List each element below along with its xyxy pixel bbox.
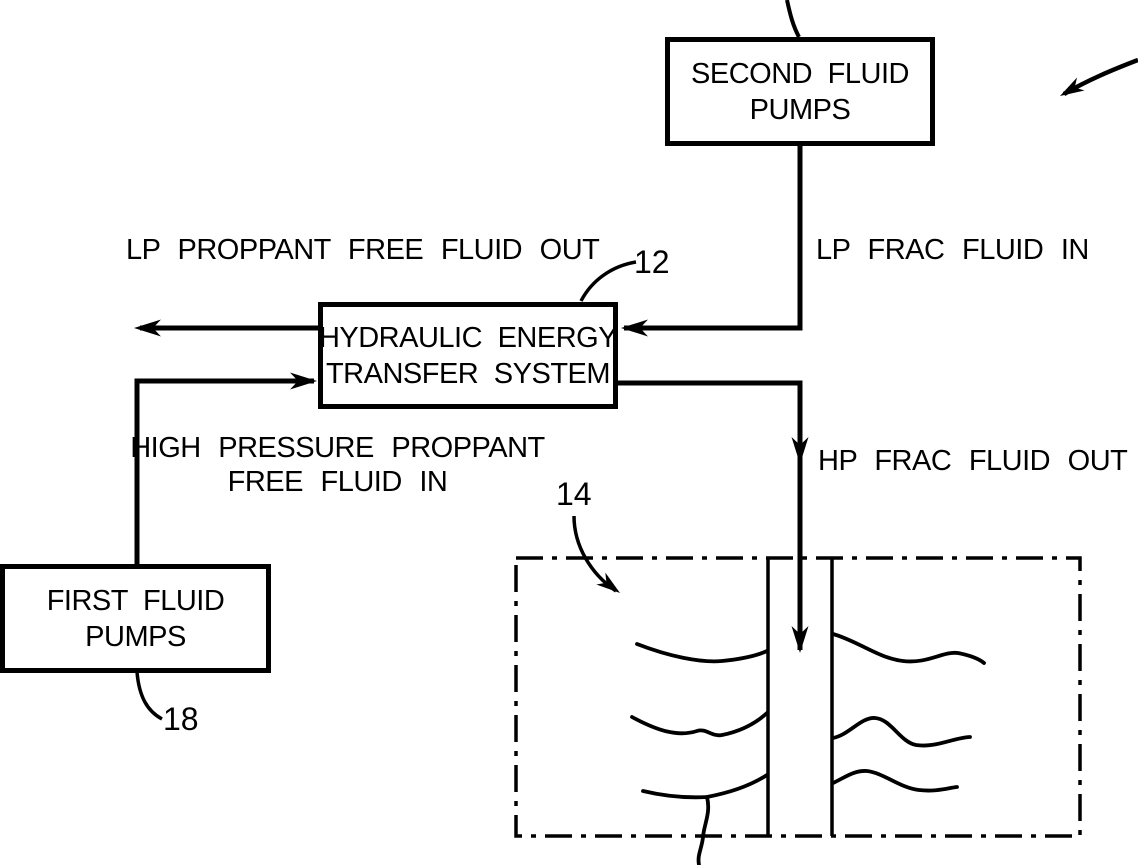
arrowheads: [134, 77, 1085, 653]
reference-numeral-18: 18: [163, 701, 199, 737]
arrowhead-lp-out-icon: [134, 319, 161, 337]
leader-line-12: [579, 260, 637, 302]
lp-proppant-free-fluid-out-label: LP PROPPANT FREE FLUID OUT: [126, 234, 600, 266]
fracture-left-2: [630, 711, 769, 738]
flow-line-lp-frac-in: [624, 146, 803, 331]
hp-proppant-free-fluid-in-label: HIGH PRESSURE PROPPANT FREE FLUID IN: [115, 431, 560, 499]
hp-proppant-in-label-line2: FREE FLUID IN: [227, 466, 448, 498]
fracture-left-3: [641, 773, 769, 800]
flow-line-hp-frac-out: [617, 380, 803, 650]
reference-numeral-12: 12: [634, 244, 670, 280]
arrowhead-hp-out-mid-icon: [791, 437, 809, 464]
second-fluid-pumps-label-line2: PUMPS: [749, 93, 851, 126]
second-fluid-pumps-box: SECOND FLUID PUMPS: [665, 37, 935, 146]
arrowhead-hp-in-icon: [290, 372, 317, 390]
transfer-system-label-line2: TRANSFER SYSTEM: [325, 357, 611, 390]
fracture-right-3: [831, 769, 959, 793]
leader-line-top: [785, 0, 801, 38]
fracture-right-1: [831, 632, 986, 665]
hp-frac-fluid-out-label: HP FRAC FLUID OUT: [818, 445, 1128, 477]
hp-proppant-in-label-line1: HIGH PRESSURE PROPPANT: [130, 432, 545, 464]
hydraulic-energy-transfer-system-box: HYDRAULIC ENERGY TRANSFER SYSTEM: [318, 302, 618, 409]
wellbore-lines: [766, 558, 834, 836]
second-fluid-pumps-label-line1: SECOND FLUID: [691, 57, 909, 90]
fracture-branch-bottom: [696, 795, 711, 865]
reference-numeral-14: 14: [556, 476, 592, 512]
transfer-system-label-line1: HYDRAULIC ENERGY: [318, 321, 618, 354]
arrowhead-lp-in-icon: [621, 319, 648, 337]
fracture-right-2: [831, 716, 972, 748]
flow-line-hp-proppant-in: [134, 378, 314, 564]
fracture-left-1: [635, 642, 769, 664]
leader-line-18: [135, 671, 163, 721]
arrowhead-14-icon: [596, 572, 620, 593]
first-fluid-pumps-label-line2: PUMPS: [85, 620, 186, 653]
lp-frac-fluid-in-label: LP FRAC FLUID IN: [816, 234, 1089, 266]
fracture-lines: [630, 632, 986, 865]
formation-boundary-box: [514, 556, 1082, 838]
arrowhead-figure-reference-icon: [1060, 77, 1085, 96]
first-fluid-pumps-label-line1: FIRST FLUID: [46, 584, 225, 617]
arrowhead-hp-out-end-icon: [791, 626, 809, 653]
first-fluid-pumps-box: FIRST FLUID PUMPS: [0, 564, 271, 673]
